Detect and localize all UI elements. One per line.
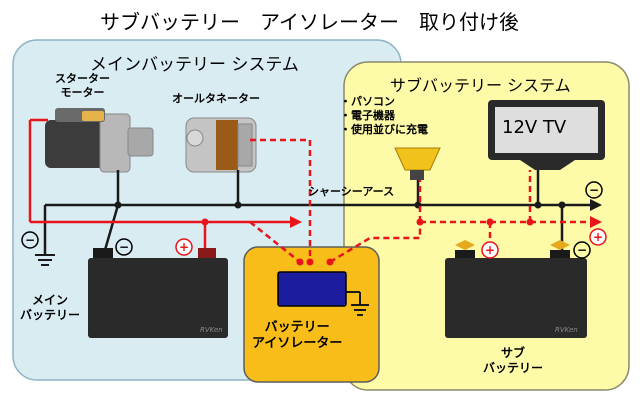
isolator-dashed-wiring <box>249 138 590 264</box>
ground-negative-symbol: − <box>25 233 35 247</box>
chassis-ground-junctions <box>114 201 566 209</box>
sub-batt-positive-symbol: + <box>485 243 495 257</box>
positive-wiring <box>28 118 290 248</box>
lamp-icon <box>394 147 441 180</box>
diagram-title: サブバッテリー アイソレーター 取り付け後 <box>100 10 519 34</box>
sub-battery-label-line2: バッテリー <box>483 361 544 375</box>
starter-motor-icon <box>45 108 154 173</box>
isolator-label: バッテリー アイソレーター <box>252 320 342 352</box>
starter-label-line1: スターター <box>55 72 110 85</box>
main-battery-label-line1: メイン <box>32 293 69 307</box>
tv-icon <box>488 100 605 170</box>
sub-battery-icon <box>445 240 587 338</box>
polarity-symbols: − + − − + + − <box>21 181 607 259</box>
device-item-2: 使用並びに充電 <box>340 123 428 137</box>
ground-arrow-icon <box>590 199 602 211</box>
dashed-junctions <box>296 218 534 266</box>
alternator-icon <box>185 117 257 173</box>
sub-battery-label: サブ バッテリー <box>483 346 543 376</box>
sub-battery-brand: RVKen <box>555 326 578 334</box>
positive-arrow-icon <box>290 216 302 228</box>
alternator-label: オールタネーター <box>172 92 260 105</box>
positive-junction <box>201 218 209 226</box>
device-item-1: 電子機器 <box>340 109 428 123</box>
isolator-device-icon <box>277 271 347 307</box>
isolator-earth-icon <box>345 291 369 316</box>
main-system-title: メインバッテリー システム <box>90 55 299 75</box>
main-battery-label-line2: バッテリー <box>20 308 81 322</box>
main-battery-label: メイン バッテリー <box>20 293 80 323</box>
ground-wiring <box>43 170 590 255</box>
starter-label: スターター モーター <box>55 72 110 100</box>
device-list: パソコン 電子機器 使用並びに充電 <box>340 95 428 137</box>
chassis-ground-label: シャーシーアース <box>308 185 395 198</box>
main-battery-brand: RVKen <box>200 326 223 334</box>
sub-positive-arrow-icon <box>590 216 602 228</box>
sub-batt-negative-symbol: − <box>577 243 587 257</box>
chassis-negative-symbol: − <box>589 183 599 197</box>
main-negative-symbol: − <box>119 240 129 254</box>
starter-label-line2: モーター <box>60 86 105 99</box>
main-positive-symbol: + <box>179 240 189 254</box>
main-battery-icon <box>88 248 228 338</box>
sub-positive-symbol: + <box>593 230 603 244</box>
tv-label: 12V TV <box>502 117 567 138</box>
sub-system-title: サブバッテリー システム <box>390 76 571 95</box>
device-item-0: パソコン <box>340 95 428 109</box>
isolator-label-line1: バッテリー <box>264 320 330 335</box>
sub-battery-label-line1: サブ <box>501 346 526 360</box>
main-earth-icon <box>35 254 55 266</box>
isolator-label-line2: アイソレーター <box>252 336 343 351</box>
